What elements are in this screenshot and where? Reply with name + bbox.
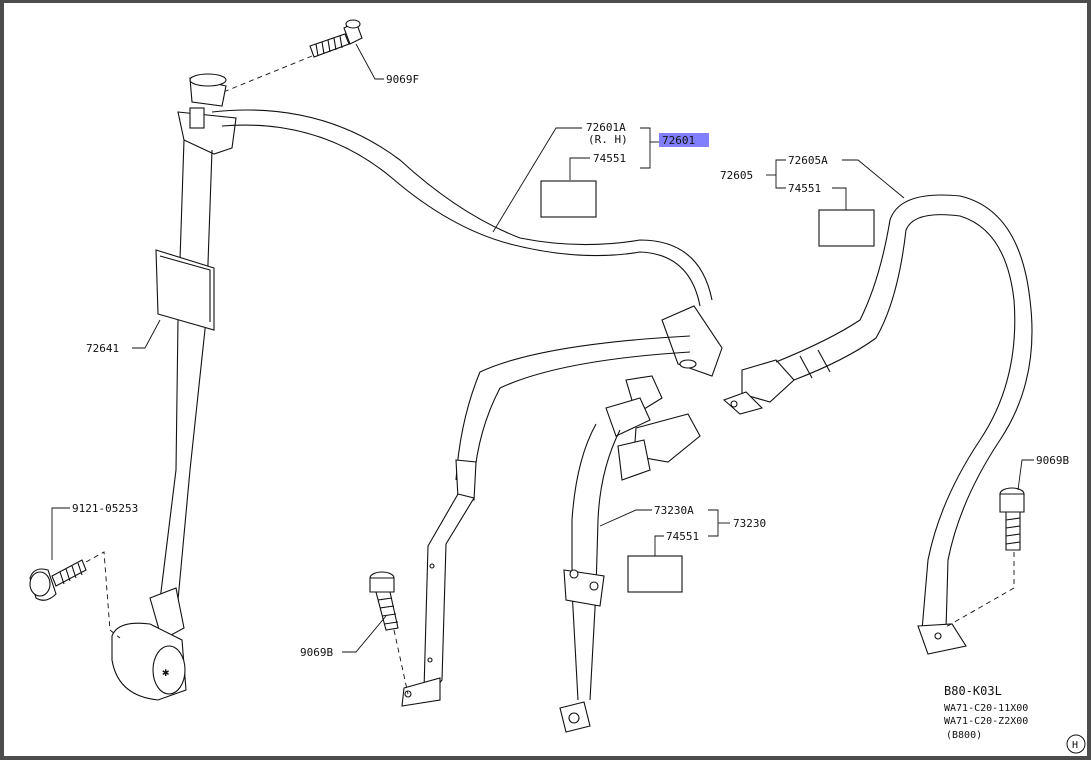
bracket-72601 <box>640 127 651 169</box>
corner-mark: H <box>1072 740 1078 751</box>
label-72605a[interactable]: 72605A <box>788 154 828 167</box>
frame-border-right <box>1087 0 1091 760</box>
label-9069b-right[interactable]: 9069B <box>1036 454 1069 467</box>
leader-74551-b <box>654 535 664 556</box>
label-73230a[interactable]: 73230A <box>654 504 694 517</box>
belt-72601a[interactable]: ✱ <box>111 73 723 707</box>
bracket-72605 <box>775 159 786 189</box>
bolt-bottom-left-9069b[interactable] <box>369 571 399 631</box>
label-box-74551-a <box>540 180 597 218</box>
leader-9069b-left <box>342 615 387 653</box>
dash-9069b-right <box>943 552 1015 629</box>
dash-9069f <box>215 55 313 96</box>
bracket-73230 <box>708 509 719 537</box>
label-74551-a[interactable]: 74551 <box>593 152 626 165</box>
retractor-star-icon: ✱ <box>162 665 169 679</box>
bolt-9121-05253[interactable] <box>29 559 87 601</box>
frame-border-bottom <box>0 756 1091 760</box>
leader-9069b-right <box>1017 459 1034 491</box>
label-9069b-left[interactable]: 9069B <box>300 646 333 659</box>
reference-model-3: (B800) <box>946 730 982 741</box>
highlight-72601 <box>659 133 709 147</box>
leader-73230a <box>599 509 652 527</box>
label-72601a-side: (R. H) <box>588 133 628 146</box>
frame-border-left <box>0 0 4 760</box>
label-box-74551-c <box>818 209 875 247</box>
belt-72605a[interactable] <box>722 194 1033 655</box>
label-72601[interactable]: 72601 <box>662 134 695 147</box>
label-9069f[interactable]: 9069F <box>386 73 419 86</box>
label-74551-b[interactable]: 74551 <box>666 530 699 543</box>
label-72605[interactable]: 72605 <box>720 169 753 182</box>
leader-74551-a <box>569 157 590 180</box>
leader-72641 <box>132 319 161 349</box>
reference-code: B80-K03L <box>944 684 1002 698</box>
leader-74551-c <box>832 187 847 210</box>
label-72601a[interactable]: 72601A <box>586 121 626 134</box>
bolt-right-9069b[interactable] <box>999 487 1025 551</box>
label-74551-c[interactable]: 74551 <box>788 182 821 195</box>
dash-9069b-left <box>393 629 409 695</box>
label-72641[interactable]: 72641 <box>86 342 119 355</box>
dash-9121 <box>85 551 121 639</box>
reference-model-2: WA71-C20-Z2X00 <box>944 716 1028 727</box>
label-box-74551-b <box>627 555 683 593</box>
buckle-73230a[interactable] <box>559 375 701 733</box>
leader-9121 <box>51 507 70 560</box>
corner-mark-circle <box>1066 734 1086 754</box>
leader-72601a <box>492 127 582 233</box>
frame-border-top <box>0 0 1091 3</box>
reference-model-1: WA71-C20-11X00 <box>944 703 1028 714</box>
leader-9069f <box>355 43 384 80</box>
label-73230[interactable]: 73230 <box>733 517 766 530</box>
leader-72605a <box>842 159 905 199</box>
bolt-top-9069f[interactable] <box>309 19 363 58</box>
label-9121-05253[interactable]: 9121-05253 <box>72 502 138 515</box>
